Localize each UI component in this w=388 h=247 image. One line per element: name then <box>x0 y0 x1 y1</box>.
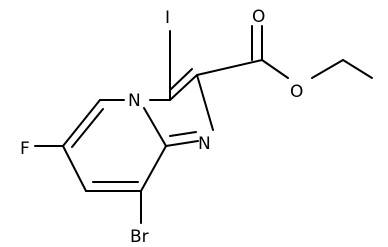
atom-iodine: I <box>165 8 170 28</box>
bond-c3-c2 <box>169 74 198 101</box>
bond-c5-c6 <box>62 99 101 147</box>
atom-ring-n-imine: N <box>198 134 211 154</box>
bond-ch2-ch3 <box>342 59 373 79</box>
bond-n1-c8a <box>165 140 199 147</box>
atom-carbonyl-oxygen: O <box>252 7 265 27</box>
bond-c8a-n4 <box>143 107 167 147</box>
bond-ester-o-ch2 <box>311 59 344 79</box>
bond-c2-n1 <box>196 74 214 131</box>
bond-c8-c8a <box>140 145 167 192</box>
bond-c6-c7 <box>62 145 87 192</box>
atom-ester-oxygen: O <box>290 82 303 102</box>
atom-ring-n-bridge: N <box>128 91 141 111</box>
atom-fluorine: F <box>20 139 30 159</box>
bond-c3-c2-inner <box>169 68 193 91</box>
bond-c5-c6-inner <box>71 108 104 148</box>
bond-c2-carbonyl <box>196 59 263 76</box>
bond-carbonyl-ester-o <box>261 59 289 79</box>
atom-bromine: Br <box>130 227 149 247</box>
bond-n1-c8a-inner <box>169 131 197 137</box>
